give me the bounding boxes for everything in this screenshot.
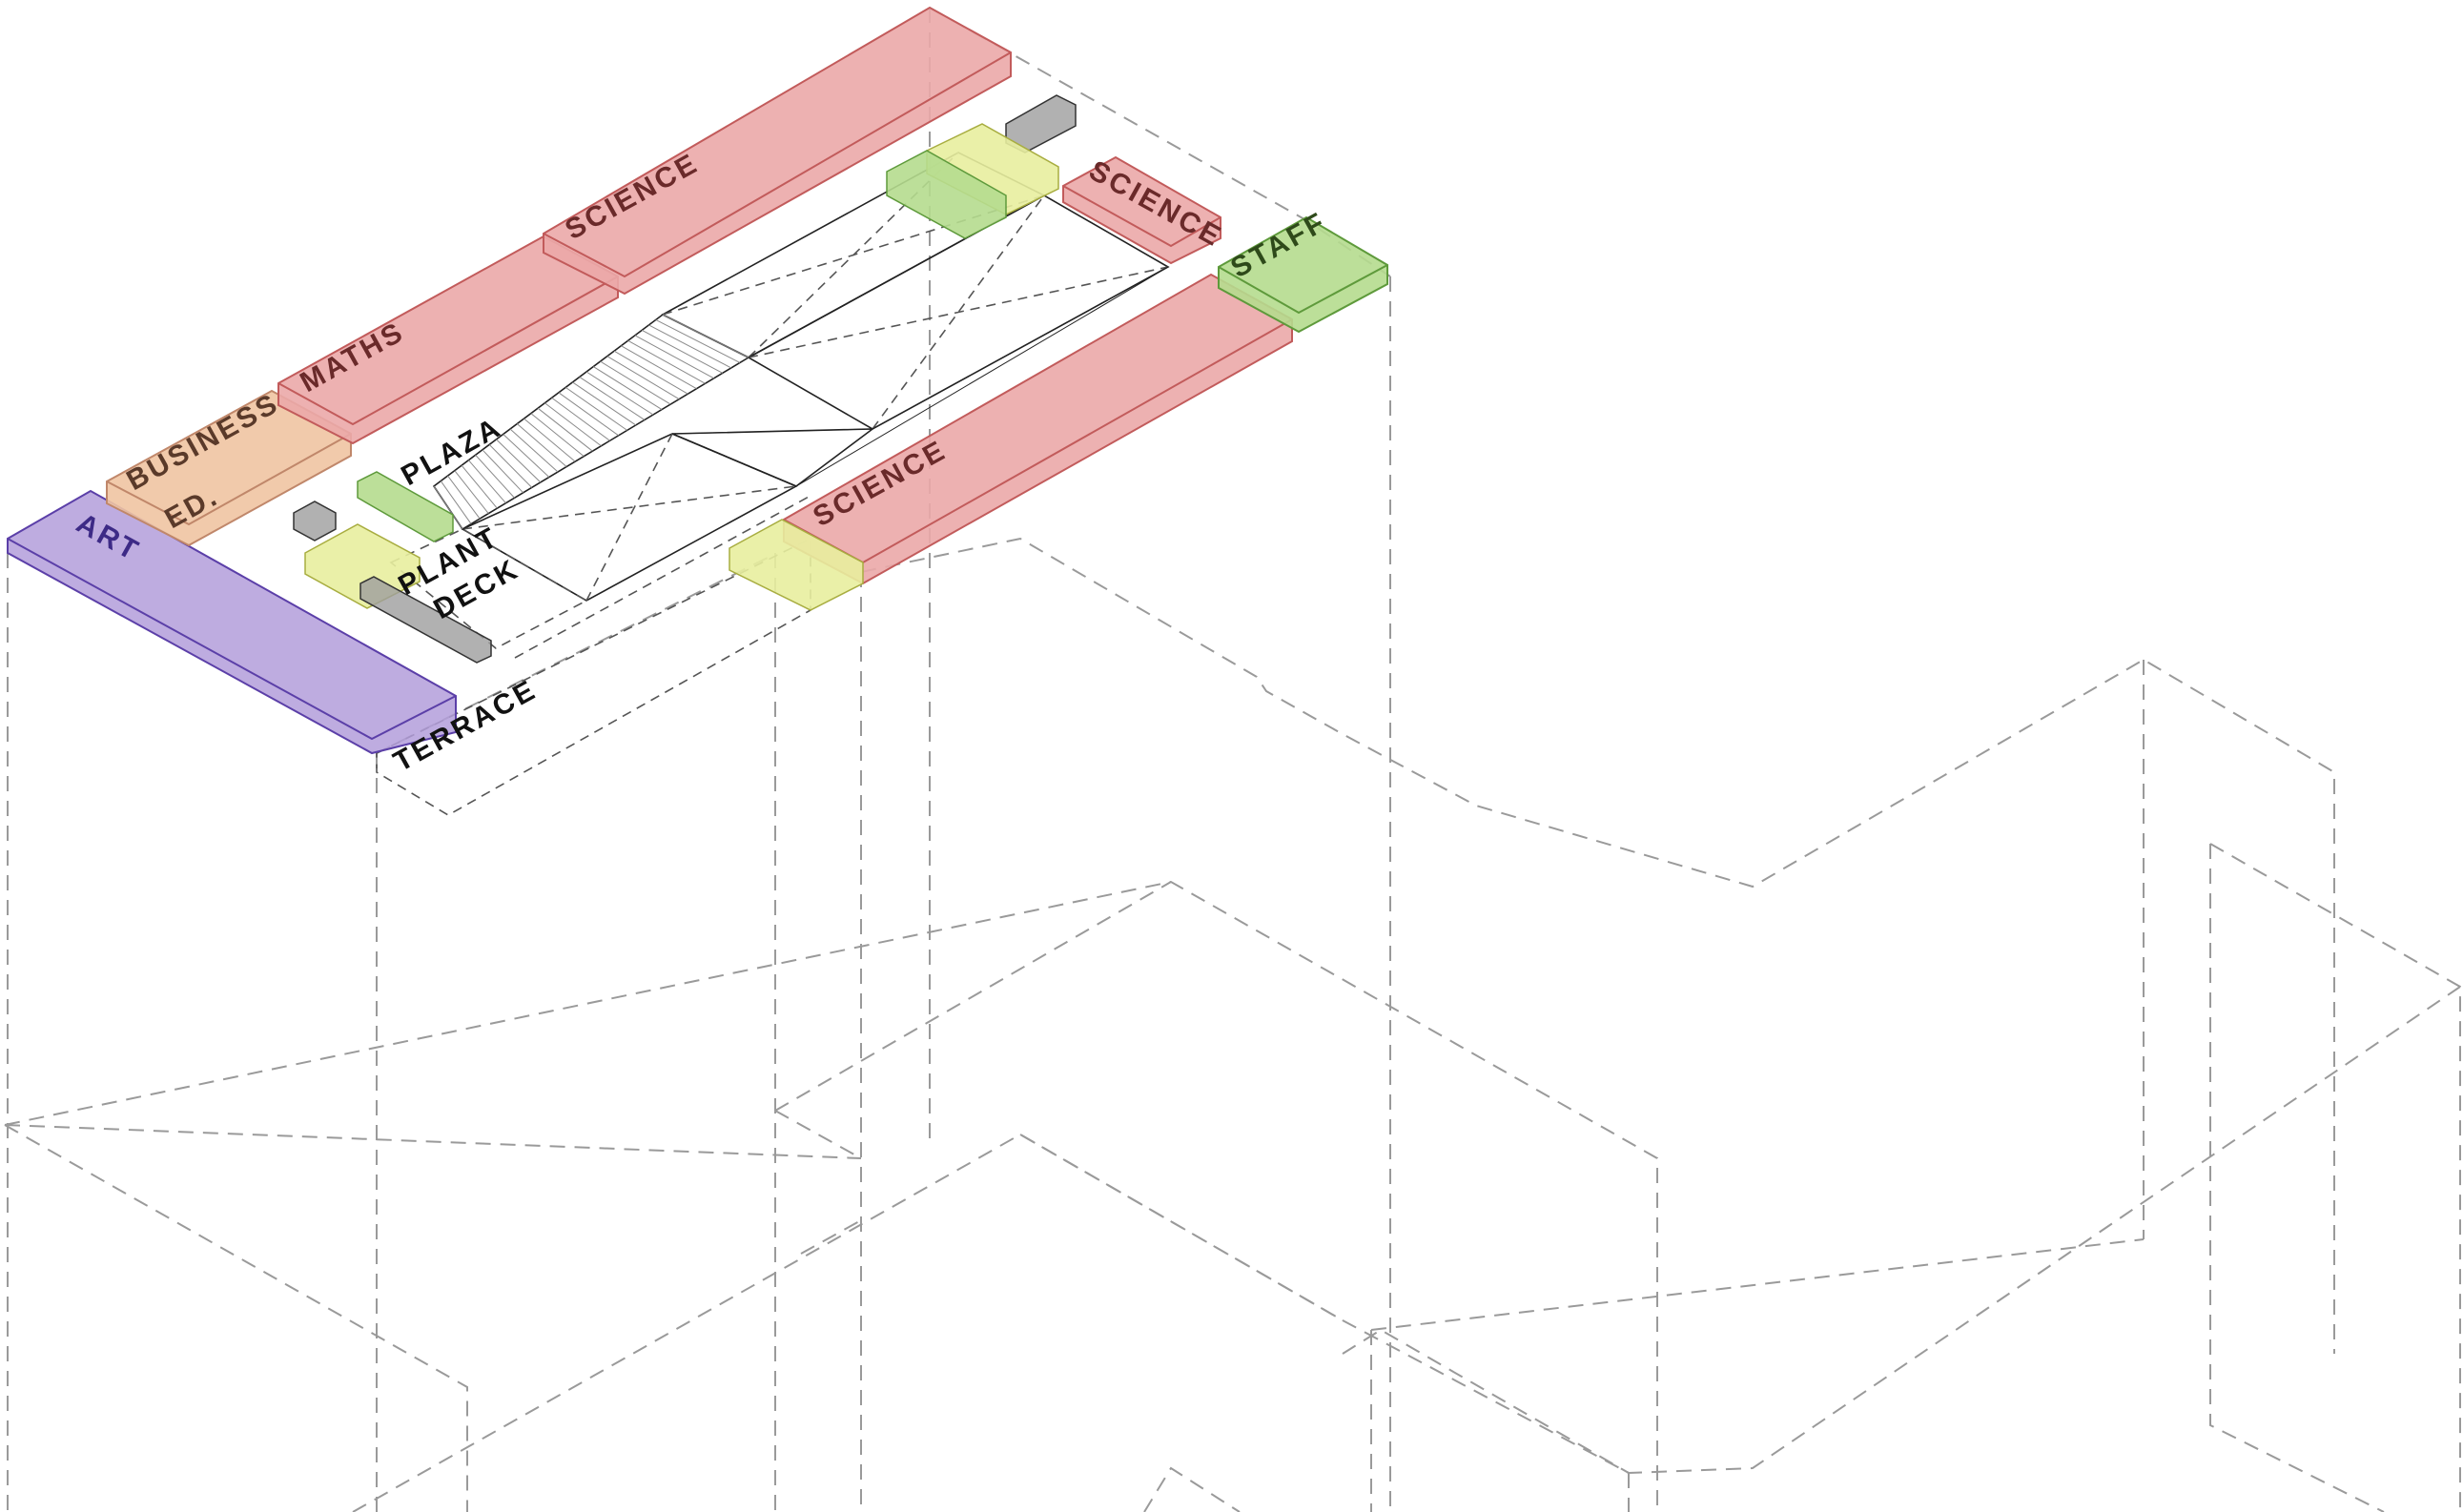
plaza-hatch-line [564,386,628,431]
art-block: ART [7,489,457,755]
plaza-hatch-line [662,314,749,358]
plaza-hatch-line [606,356,680,400]
plaza-hatch-line [461,464,498,509]
cores-front [729,519,864,611]
plaza-hatch-line [648,324,732,369]
plaza-hatch-line [454,470,489,514]
plaza-hatch-line [496,439,542,483]
plaza-hatch [433,314,749,530]
plaza-hatch-line [475,454,515,499]
plaza-label: PLAZA [396,412,507,493]
plaza-hatch-line [613,350,688,395]
plaza-hatch-line [572,381,637,426]
plaza-hatch-line [585,371,654,416]
cores-top [886,94,1077,239]
plaza-hatch-line [621,345,697,390]
plaza-hatch-line [488,444,533,488]
plaza-hatch-line [482,449,523,494]
plaza-hatch-line [440,480,472,524]
plaza-hatch-line [433,485,463,530]
plaza-hatch-line [627,339,706,384]
roof-voids [376,152,1170,816]
plaza-hatch-line [593,366,663,410]
maths-block: MATHS [277,235,619,445]
plaza-hatch-line [634,335,714,379]
plaza-hatch-line [516,423,567,467]
plaza-hatch-line [523,418,576,462]
building-outline [4,7,2461,1512]
plaza-hatch-line [600,360,671,405]
plaza-hatch-line [641,329,723,374]
plaza-hatch-line [447,475,481,520]
plaza-hatch-line [509,428,559,473]
cores-left [293,471,492,664]
plaza-hatch-line [551,397,610,441]
plaza-hatch-line [655,319,741,363]
plaza-hatch-line [544,402,602,447]
science-right-block: SCIENCE [1062,154,1228,265]
plaza-hatch-line [503,434,550,478]
plaza-hatch-line [558,392,619,437]
plaza-hatch-line [537,407,593,452]
staff-block: STAFF [1218,206,1388,334]
plaza-hatch-line [530,413,585,458]
plaza-hatch-line [579,377,646,420]
plaza-hatch-line [467,460,506,504]
